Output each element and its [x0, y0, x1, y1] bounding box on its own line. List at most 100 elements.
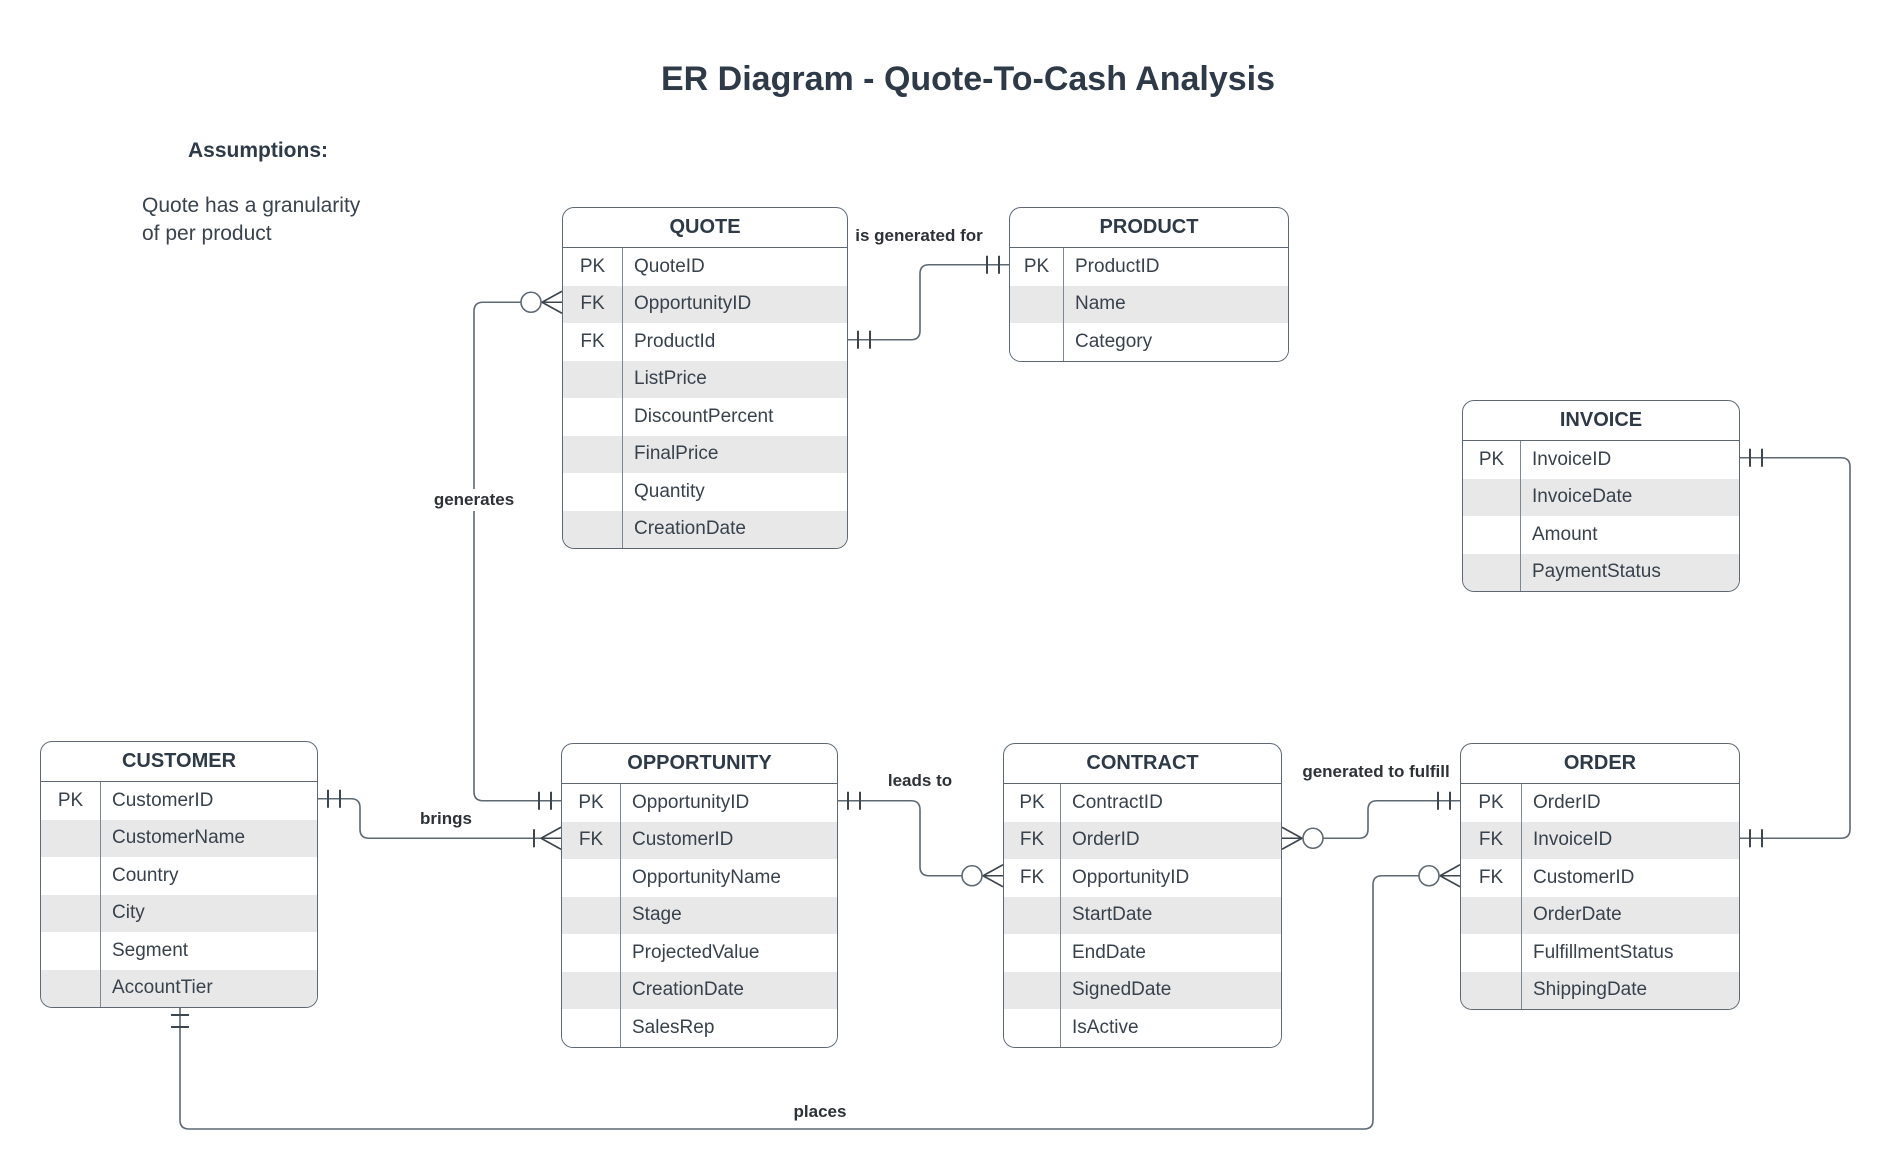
- key-cell: [1010, 323, 1064, 361]
- attribute-row: PaymentStatus: [1463, 553, 1739, 591]
- relationship-line-is-generated-for: [848, 263, 1009, 341]
- key-cell: PK: [1004, 784, 1061, 822]
- key-cell: [1463, 478, 1521, 516]
- relationship-line-generates: [473, 301, 562, 802]
- attribute-name: Segment: [112, 939, 189, 961]
- attribute-name: SalesRep: [632, 1016, 715, 1038]
- key-cell: FK: [563, 323, 623, 361]
- key-cell: [563, 510, 623, 548]
- key-cell: [562, 934, 621, 972]
- attribute-name: FulfillmentStatus: [1533, 941, 1674, 963]
- attribute-name: OpportunityID: [1072, 866, 1190, 888]
- key-cell: [1004, 1009, 1061, 1047]
- attribute-name: ShippingDate: [1533, 979, 1648, 1001]
- attribute-row: EndDate: [1004, 934, 1281, 972]
- assumptions-note-line: Quote has a granularity: [142, 194, 361, 217]
- attribute-row: FK OpportunityID: [1004, 859, 1281, 897]
- key-cell: FK: [1461, 859, 1522, 897]
- attribute-name: Quantity: [634, 480, 705, 502]
- relationship-line-generated-to-fulfill: [1282, 799, 1460, 840]
- entity-title-quote: QUOTE: [563, 208, 847, 248]
- attribute-name: SignedDate: [1072, 979, 1172, 1001]
- key-cell: FK: [563, 285, 623, 323]
- attribute-row: FulfillmentStatus: [1461, 934, 1739, 972]
- relationship-line-invoice-order: [1740, 456, 1851, 840]
- key-cell: [1461, 971, 1522, 1009]
- attribute-row: StartDate: [1004, 896, 1281, 934]
- attribute-row: SalesRep: [562, 1009, 837, 1047]
- entity-title-customer: CUSTOMER: [41, 742, 317, 782]
- key-cell: [1010, 285, 1064, 323]
- attribute-name: InvoiceID: [1533, 829, 1613, 851]
- attribute-row: PK ContractID: [1004, 784, 1281, 822]
- attribute-name: Category: [1075, 330, 1153, 352]
- attribute-row: AccountTier: [41, 969, 317, 1007]
- attribute-name: OrderID: [1072, 829, 1140, 851]
- attribute-name: City: [112, 902, 145, 924]
- key-cell: [563, 435, 623, 473]
- attribute-row: FinalPrice: [563, 435, 847, 473]
- attribute-name: CreationDate: [634, 518, 746, 540]
- attribute-row: CreationDate: [563, 510, 847, 548]
- attribute-row: OpportunityName: [562, 859, 837, 897]
- relationship-label-is-generated-for: is generated for: [850, 225, 988, 247]
- attribute-name: FinalPrice: [634, 443, 719, 465]
- key-cell: [562, 1009, 621, 1047]
- key-cell: [562, 896, 621, 934]
- assumptions-note-line: of per product: [142, 222, 272, 245]
- key-cell: PK: [1461, 784, 1522, 822]
- attribute-name: Name: [1075, 293, 1126, 315]
- key-cell: FK: [1004, 859, 1061, 897]
- key-cell: [1004, 896, 1061, 934]
- attribute-name: QuoteID: [634, 255, 705, 277]
- key-cell: [1461, 896, 1522, 934]
- key-cell: FK: [562, 821, 621, 859]
- attribute-row: OrderDate: [1461, 896, 1739, 934]
- attribute-row: PK QuoteID: [563, 248, 847, 286]
- attribute-name: CreationDate: [632, 979, 744, 1001]
- attribute-name: OpportunityName: [632, 866, 781, 888]
- attribute-name: CustomerID: [632, 829, 734, 851]
- attribute-row: Stage: [562, 896, 837, 934]
- attribute-name: InvoiceDate: [1532, 486, 1633, 508]
- page-title: ER Diagram - Quote-To-Cash Analysis: [661, 60, 1275, 98]
- key-cell: [562, 971, 621, 1009]
- attribute-row: DiscountPercent: [563, 398, 847, 436]
- key-cell: PK: [563, 248, 623, 286]
- attribute-name: ContractID: [1072, 791, 1163, 813]
- attribute-row: InvoiceDate: [1463, 478, 1739, 516]
- key-cell: PK: [41, 782, 101, 820]
- attribute-name: OpportunityID: [632, 791, 750, 813]
- attribute-row: SignedDate: [1004, 971, 1281, 1009]
- entity-title-invoice: INVOICE: [1463, 401, 1739, 441]
- key-cell: [41, 894, 101, 932]
- relationship-label-generates: generates: [428, 489, 520, 511]
- relationship-line-places: [179, 874, 1460, 1130]
- attribute-name: ListPrice: [634, 368, 707, 390]
- attribute-name: ProductID: [1075, 255, 1160, 277]
- entity-title-product: PRODUCT: [1010, 208, 1288, 248]
- relationship-line-brings: [318, 797, 561, 840]
- attribute-row: City: [41, 894, 317, 932]
- attribute-row: Country: [41, 857, 317, 895]
- key-cell: [563, 360, 623, 398]
- relationship-label-generated-to-fulfill: generated to fulfill: [1297, 761, 1455, 783]
- attribute-name: Country: [112, 864, 179, 886]
- attribute-row: FK CustomerID: [562, 821, 837, 859]
- key-cell: [41, 932, 101, 970]
- key-cell: [1461, 934, 1522, 972]
